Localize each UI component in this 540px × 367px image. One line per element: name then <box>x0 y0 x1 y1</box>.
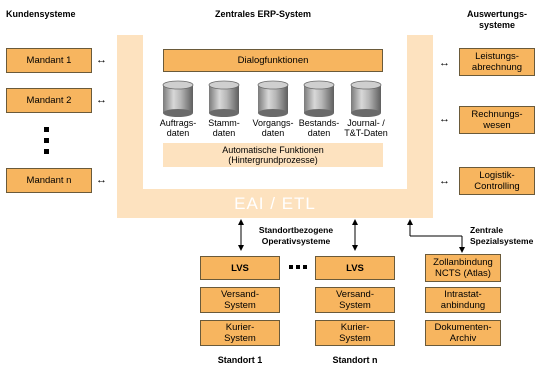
special-box-dokumentenarchiv: Dokumenten- Archiv <box>425 320 501 346</box>
client-box-mandant-n: Mandant n <box>6 168 92 193</box>
db-cylinder-stamm <box>208 80 240 117</box>
site-ellipsis-dot <box>296 265 300 269</box>
db-cylinder-journal <box>350 80 382 117</box>
db-label-journal: Journal- / T&T-Daten <box>344 118 388 138</box>
client-box-mandant-2: Mandant 2 <box>6 88 92 113</box>
db-label-auftrag: Auftrags- daten <box>159 118 197 138</box>
client-ellipsis-dot <box>44 127 49 132</box>
db-label-vorgang: Vorgangs- daten <box>252 118 294 138</box>
arrow-mandant-1: ↔ <box>96 54 107 66</box>
eai-etl-label: EAI / ETL <box>234 194 316 213</box>
special-systems-header: Zentrale Spezialsysteme <box>470 225 534 246</box>
special-box-intrastat: Intrastat- anbindung <box>425 287 501 313</box>
analysis-box-logistik-controlling: Logistik- Controlling <box>459 167 535 195</box>
analysis-box-leistungsabrechnung: Leistungs- abrechnung <box>459 48 535 76</box>
analysis-box-rechnungswesen: Rechnungs- wesen <box>459 106 535 134</box>
standort1-label: Standort 1 <box>217 355 263 365</box>
standortn-versand-box: Versand- System <box>315 287 395 313</box>
db-cylinder-auftrag <box>162 80 194 117</box>
arrow-logistik: ↔ <box>439 175 450 187</box>
arrow-eai-special <box>407 219 465 253</box>
header-kundensysteme: Kundensysteme <box>6 9 76 19</box>
client-ellipsis-dot <box>44 138 49 143</box>
site-ellipsis-dot <box>303 265 307 269</box>
arrow-mandant-n: ↔ <box>96 174 107 186</box>
standort1-versand-box: Versand- System <box>200 287 280 313</box>
arrow-mandant-2: ↔ <box>96 94 107 106</box>
header-erp: Zentrales ERP-System <box>215 9 312 19</box>
standort1-kurier-box: Kurier- System <box>200 320 280 346</box>
arrow-leistung: ↔ <box>439 57 450 69</box>
automatic-functions-box: Automatische Funktionen (Hintergrundproz… <box>163 143 383 167</box>
special-box-zollanbindung: Zollanbindung NCTS (Atlas) <box>425 254 501 282</box>
client-box-mandant-1: Mandant 1 <box>6 48 92 73</box>
dialog-functions-box: Dialogfunktionen <box>163 49 383 72</box>
site-ellipsis-dot <box>289 265 293 269</box>
arrow-rechnung: ↔ <box>439 113 450 125</box>
standortn-lvs-box: LVS <box>315 256 395 280</box>
db-cylinder-bestand <box>303 80 335 117</box>
arrow-eai-standort1 <box>238 219 244 251</box>
db-label-stamm: Stamm- daten <box>208 118 240 138</box>
arrow-eai-standortn <box>352 219 358 251</box>
db-cylinder-vorgang <box>257 80 289 117</box>
site-systems-header: Standortbezogene Operativsysteme <box>258 225 334 246</box>
standortn-label: Standort n <box>332 355 378 365</box>
header-auswertung: Auswertungs- systeme <box>466 9 527 30</box>
client-ellipsis-dot <box>44 149 49 154</box>
standortn-kurier-box: Kurier- System <box>315 320 395 346</box>
db-label-bestand: Bestands- daten <box>298 118 340 138</box>
standort1-lvs-box: LVS <box>200 256 280 280</box>
